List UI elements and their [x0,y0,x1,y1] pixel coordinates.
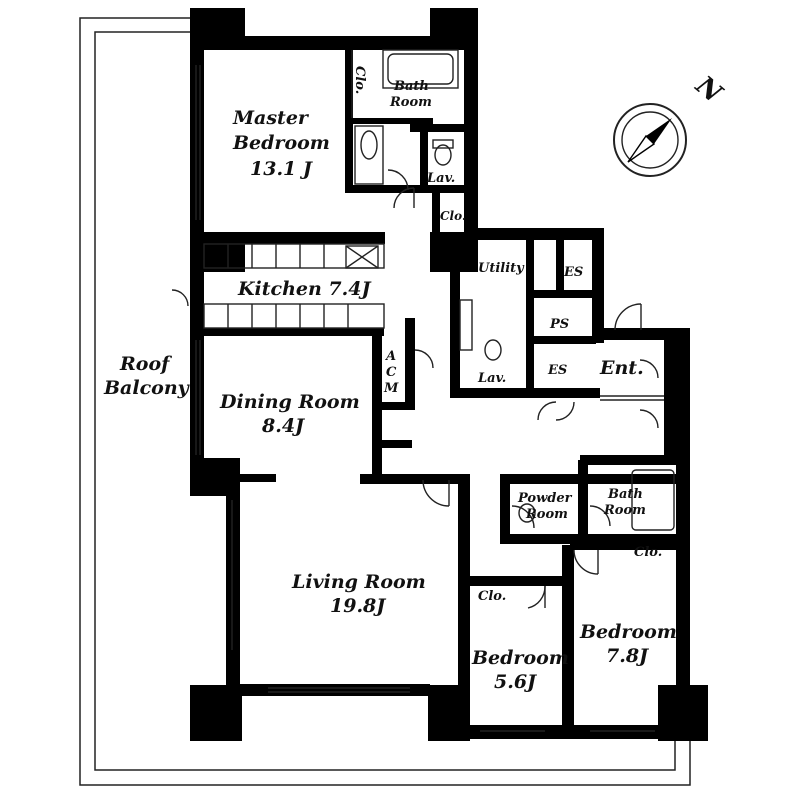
walls [190,8,708,741]
bedroom-closet-right-label: Clo. [634,545,662,560]
es-top-label: ES [563,265,583,280]
master-bedroom-line2: Bedroom [232,132,330,154]
compass-inner-ring [621,111,679,169]
bedroom-large-line2: 7.8J [606,645,650,667]
master-bath-line1: Bath [393,79,429,94]
compass-tail-icon [627,134,656,163]
master-bedroom-size: 13.1 J [250,158,314,180]
bedroom-small-line1: Bedroom [471,647,569,669]
acm-label-c: C [386,365,397,380]
powder-room-line2: Room [525,507,568,522]
fixtures [171,49,675,732]
compass-outer-ring [613,103,687,177]
compass-north-label: N [689,70,728,110]
roof-balcony-outline [79,17,691,786]
room-labels: Master Bedroom 13.1 J Bath Room Clo. Lav… [103,66,677,693]
utility-label: Utility [478,261,525,276]
master-lav-label: Lav. [426,171,455,186]
roof-balcony-line1: Roof [119,353,172,375]
kitchen-label: Kitchen 7.4J [237,278,372,300]
roof-balcony-line2: Balcony [103,377,191,399]
bedroom-small-line2: 5.6J [494,671,538,693]
master-bath-line2: Room [389,95,432,110]
living-room-line1: Living Room [291,571,426,593]
compass: N [613,70,728,177]
bedroom-large-line1: Bedroom [579,621,677,643]
master-bedroom-line1: Master [232,107,310,129]
compass-needle-icon [646,118,672,144]
bath2-line1: Bath [607,487,643,502]
bedroom-closet-left-label: Clo. [478,589,506,604]
es-mid-label: ES [547,363,567,378]
living-room-line2: 19.8J [330,595,387,617]
dining-room-line2: 8.4J [261,415,306,437]
bath2-line2: Room [603,503,646,518]
acm-label-m: M [383,381,399,396]
master-closet-label: Clo. [352,66,367,94]
hall-closet-label: Clo. [440,209,466,223]
lav2-label: Lav. [477,371,506,386]
ps-label: PS [549,317,569,332]
powder-room-line1: Powder [517,491,573,506]
entrance-label: Ent. [599,357,644,379]
dining-room-line1: Dining Room [219,391,360,413]
acm-label-a: A [384,349,396,364]
